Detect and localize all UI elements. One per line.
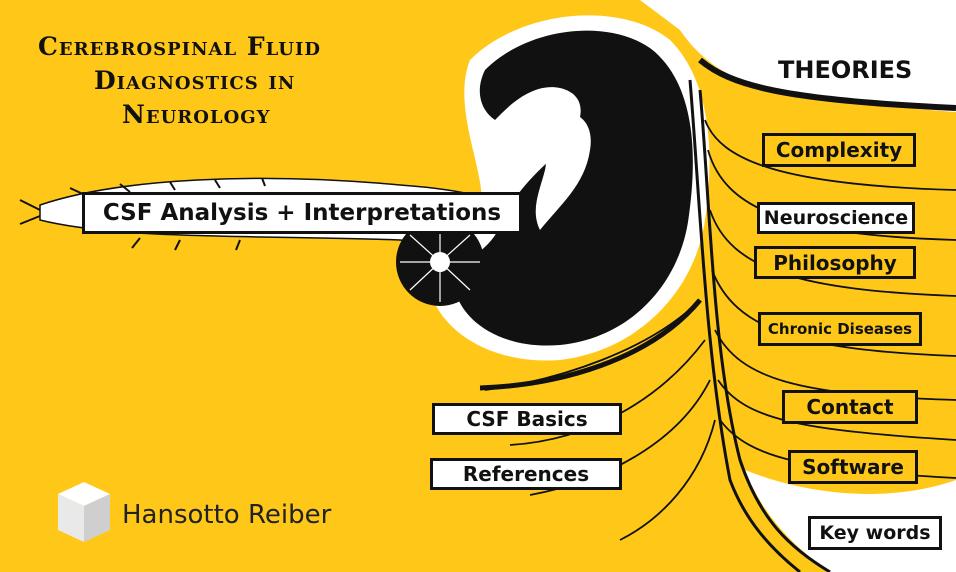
- contact-button[interactable]: Contact: [782, 390, 918, 424]
- title-line-3: Neurology: [122, 100, 271, 129]
- title-line-1: Cerebrospinal Fluid: [38, 32, 322, 61]
- csf-analysis-button[interactable]: CSF Analysis + Interpretations: [82, 192, 522, 234]
- csf-analysis-label: CSF Analysis + Interpretations: [102, 200, 502, 226]
- references-button[interactable]: References: [430, 458, 622, 490]
- csf-basics-button[interactable]: CSF Basics: [432, 403, 622, 435]
- philosophy-label: Philosophy: [773, 250, 897, 275]
- software-button[interactable]: Software: [788, 450, 918, 484]
- chronic-diseases-label: Chronic Diseases: [767, 320, 913, 338]
- contact-label: Contact: [806, 395, 894, 419]
- philosophy-button[interactable]: Philosophy: [754, 246, 916, 279]
- neuroscience-button[interactable]: Neuroscience: [757, 202, 915, 234]
- csf-basics-label: CSF Basics: [466, 407, 588, 431]
- key-words-label: Key words: [819, 522, 931, 544]
- key-words-button[interactable]: Key words: [808, 516, 942, 550]
- complexity-button[interactable]: Complexity: [762, 133, 916, 167]
- chronic-diseases-button[interactable]: Chronic Diseases: [758, 312, 922, 346]
- cube-logo-icon: [58, 482, 110, 542]
- neuroscience-label: Neuroscience: [763, 207, 909, 229]
- software-label: Software: [802, 455, 904, 479]
- references-label: References: [462, 462, 590, 486]
- author-name: Hansotto Reiber: [122, 500, 332, 530]
- complexity-label: Complexity: [775, 138, 903, 162]
- title-line-2: Diagnostics in: [94, 66, 296, 95]
- theories-heading: THEORIES: [778, 56, 913, 84]
